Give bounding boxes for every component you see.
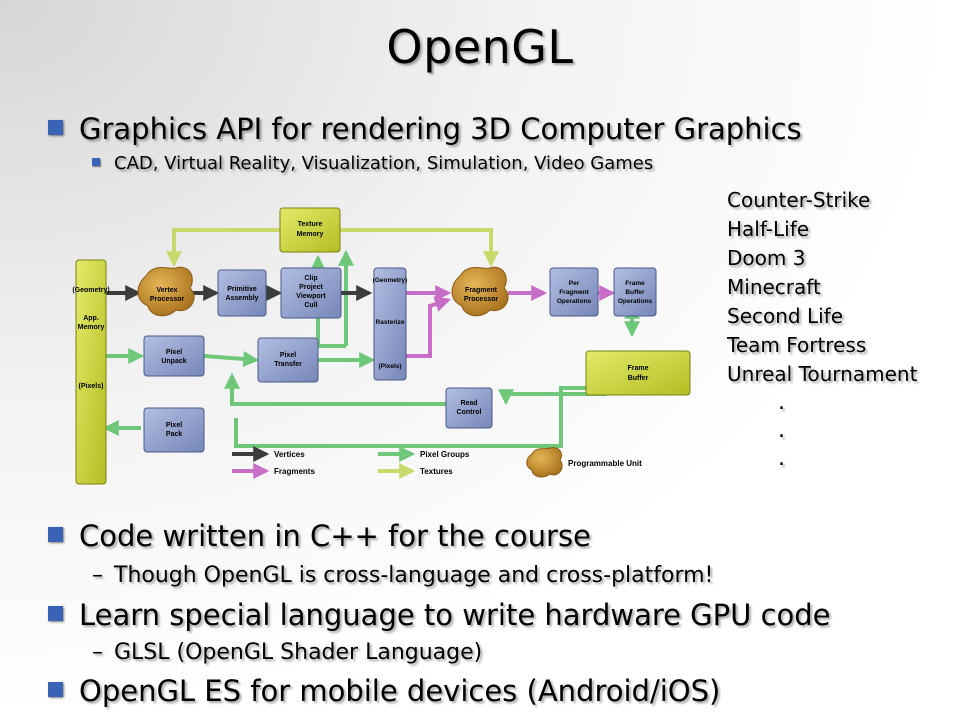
diagram-legend: Vertices Fragments Pixel Groups Textures… [232, 446, 642, 479]
pixel-transfer-label: Transfer [274, 361, 302, 368]
app-memory-label: Memory [78, 324, 105, 331]
dash-marker: – [92, 640, 103, 665]
frame-buffer-label: Buffer [628, 375, 649, 382]
primitive-assembly-label: Primitive [227, 286, 257, 293]
pixel-pack-label: Pixel [166, 422, 182, 429]
per-fragment-operations-box: Per Fragment Operations [549, 267, 599, 317]
game-item: Half-Life [727, 217, 810, 241]
legend-fragments-label: Fragments [274, 467, 315, 476]
frame-buffer-ops-label: Operations [618, 298, 653, 305]
games-list: Counter-Strike Half-Life Doom 3 Minecraf… [727, 186, 917, 389]
rasterize-label: (Pixels) [378, 363, 401, 370]
fragment-processor-label: Fragment [465, 287, 498, 294]
texture-memory-label: Texture [298, 221, 323, 228]
rasterize-box: (Geometry) Rasterize (Pixels) [373, 267, 408, 381]
texture-memory-box: Texture Memory [279, 207, 341, 253]
texture-memory-label: Memory [297, 231, 324, 238]
fragment-arrows [404, 285, 616, 358]
frame-buffer-ops-label: Buffer [625, 289, 645, 296]
per-fragment-label: Fragment [559, 289, 589, 296]
frame-buffer-label: Frame [627, 365, 648, 372]
bullet-square-icon [48, 120, 63, 135]
bullet-gpu-language: Learn special language to write hardware… [48, 598, 831, 632]
sub-point-text: Though OpenGL is cross-language and cros… [114, 563, 714, 588]
read-control-box: Read Control [445, 387, 493, 429]
primitive-assembly-label: Assembly [225, 295, 258, 302]
game-item: Team Fortress [727, 333, 867, 357]
pixel-pack-label: Pack [166, 431, 182, 438]
frame-buffer-ops-label: Frame [625, 280, 645, 287]
sub-point-cross-language: –Though OpenGL is cross-language and cro… [92, 563, 713, 588]
per-fragment-label: Per [569, 280, 580, 287]
clip-project-box: Clip Project Viewport Cull [280, 267, 342, 319]
pixel-unpack-label: Pixel [166, 349, 182, 356]
bullet-cpp: Code written in C++ for the course [48, 519, 591, 553]
app-memory-label: (Pixels) [79, 383, 104, 390]
bullet-text: Learn special language to write hardware… [79, 598, 831, 632]
fragment-processor-label: Processor [464, 296, 499, 303]
pixel-transfer-label: Pixel [280, 352, 296, 359]
ellipsis-dot: . [778, 418, 785, 443]
frame-buffer-operations-box: Frame Buffer Operations [613, 267, 657, 317]
bullet-text: OpenGL ES for mobile devices (Android/iO… [79, 674, 721, 708]
sub-point-glsl: –GLSL (OpenGL Shader Language) [92, 640, 482, 665]
vertex-processor-label: Vertex [156, 287, 177, 294]
clip-label: Project [299, 284, 323, 291]
game-item: Minecraft [727, 275, 821, 299]
sub-point-text: GLSL (OpenGL Shader Language) [114, 640, 483, 665]
game-item: Doom 3 [727, 246, 806, 270]
ellipsis-dot: . [778, 390, 785, 415]
app-memory-box: (Geometry) App. Memory (Pixels) [72, 259, 110, 485]
vertex-processor-unit: Vertex Processor [137, 266, 195, 317]
bullet-text: Code written in C++ for the course [79, 519, 591, 553]
app-memory-label: App. [83, 315, 99, 322]
sub-bullet-uses: CAD, Virtual Reality, Visualization, Sim… [92, 153, 653, 174]
opengl-pipeline-diagram: (Geometry) App. Memory (Pixels) Texture … [72, 207, 691, 485]
dash-marker: – [92, 563, 103, 588]
ellipsis-dot: . [778, 446, 785, 471]
app-memory-label: (Geometry) [72, 287, 109, 294]
legend-pixel-groups-label: Pixel Groups [420, 450, 470, 459]
bullet-square-icon [48, 527, 63, 542]
game-item: Unreal Tournament [727, 362, 918, 386]
sub-bullet-text: CAD, Virtual Reality, Visualization, Sim… [114, 153, 654, 174]
slide-title: OpenGL [386, 20, 574, 74]
rasterize-label: Rasterize [376, 319, 405, 326]
clip-label: Viewport [296, 293, 326, 300]
legend-programmable-label: Programmable Unit [568, 459, 642, 468]
read-control-label: Control [457, 409, 482, 416]
bullet-square-icon [48, 606, 63, 621]
legend-vertices-label: Vertices [274, 450, 305, 459]
clip-label: Clip [304, 275, 317, 282]
game-item: Second Life [727, 304, 844, 328]
clip-label: Cull [304, 302, 317, 309]
legend-programmable-swatch [526, 447, 563, 478]
per-fragment-label: Operations [557, 298, 592, 305]
bullet-square-icon [48, 682, 63, 697]
read-control-label: Read [460, 400, 477, 407]
bullet-text: Graphics API for rendering 3D Computer G… [79, 112, 802, 146]
bullet-square-icon [92, 158, 100, 166]
rasterize-label: (Geometry) [373, 277, 408, 284]
bullet-opengl-es: OpenGL ES for mobile devices (Android/iO… [48, 674, 720, 708]
pixel-transfer-box: Pixel Transfer [257, 337, 319, 383]
pixel-unpack-box: Pixel Unpack [143, 335, 205, 377]
game-item: Counter-Strike [727, 188, 871, 212]
fragment-processor-unit: Fragment Processor [451, 266, 509, 317]
legend-textures-label: Textures [420, 467, 453, 476]
texture-arrows [166, 228, 499, 268]
bullet-graphics-api: Graphics API for rendering 3D Computer G… [48, 112, 802, 146]
pixel-unpack-label: Unpack [161, 358, 186, 365]
primitive-assembly-box: Primitive Assembly [217, 269, 267, 317]
frame-buffer-box: Frame Buffer [585, 350, 691, 396]
vertex-processor-label: Processor [150, 296, 185, 303]
pixel-pack-box: Pixel Pack [143, 407, 205, 453]
